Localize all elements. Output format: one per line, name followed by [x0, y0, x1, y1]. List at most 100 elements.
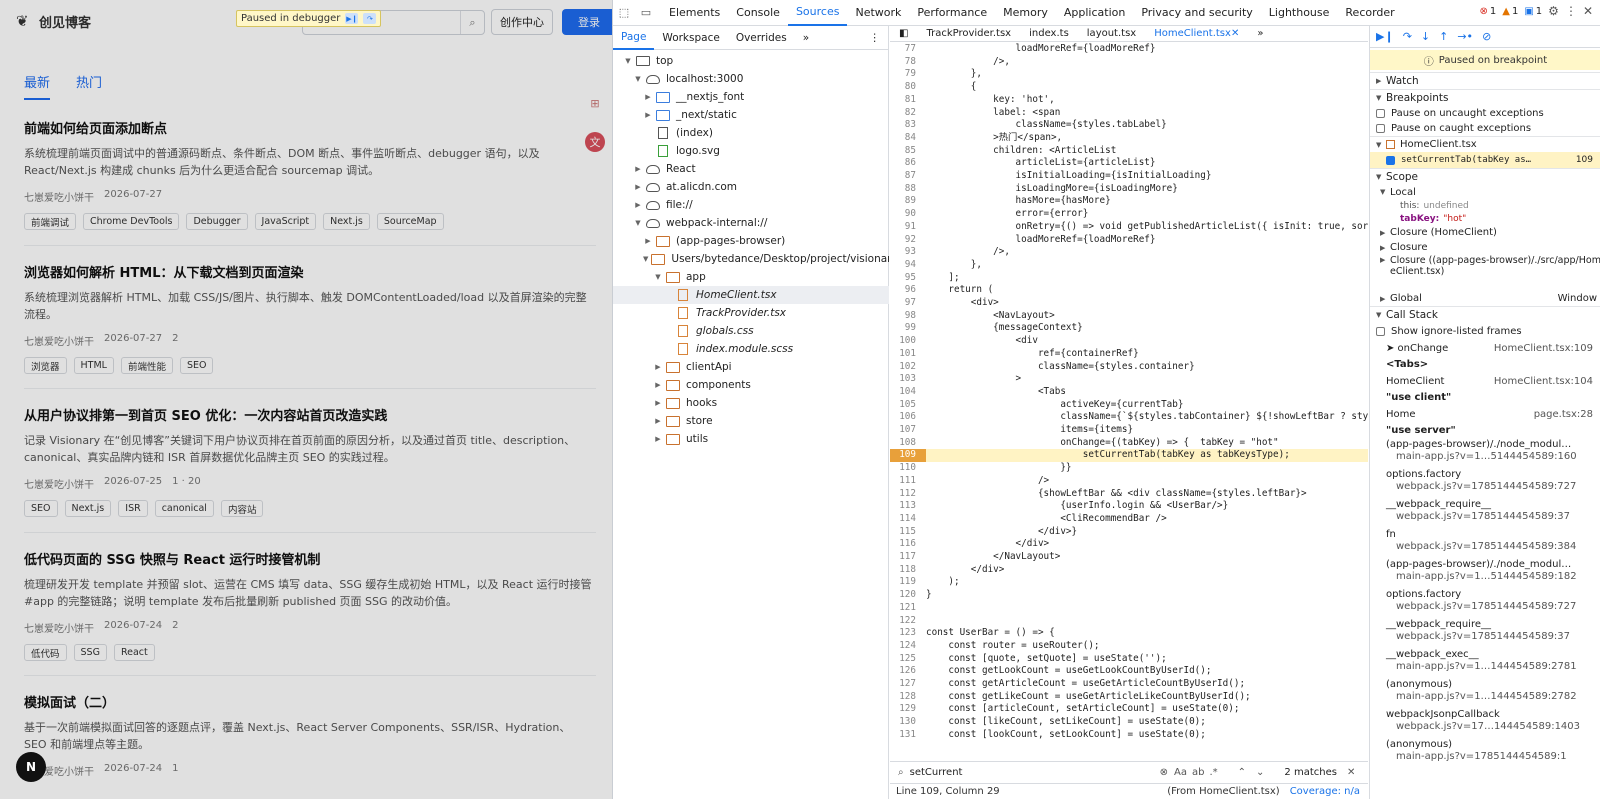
collapsed-caret-icon[interactable]: ▶: [655, 381, 661, 389]
call-frame-location[interactable]: webpack.js?v=1785144454589:37: [1396, 511, 1571, 522]
line-number[interactable]: 93: [904, 246, 916, 258]
call-frame[interactable]: __webpack_exec__main-app.js?v=1…14445458…: [1370, 649, 1600, 679]
line-number[interactable]: 106: [899, 411, 916, 423]
resume-icon[interactable]: ▶❙: [345, 13, 359, 24]
call-frame[interactable]: (anonymous)main-app.js?v=1785144454589:1: [1370, 739, 1600, 769]
step-out-icon[interactable]: ↑: [1439, 30, 1449, 43]
devtools-tab-elements[interactable]: Elements: [669, 6, 721, 19]
tree-item[interactable]: ▼webpack-internal://: [613, 214, 889, 232]
code-line[interactable]: 100 <div: [890, 335, 1368, 348]
expanded-caret-icon[interactable]: ▼: [643, 255, 649, 263]
find-input[interactable]: setCurrent: [909, 767, 963, 778]
code-line[interactable]: 114 <CliRecommendBar />: [890, 513, 1368, 526]
article-author[interactable]: 七崽爱吃小饼干: [24, 480, 94, 491]
code-line[interactable]: 118 </div>: [890, 564, 1368, 577]
search-icon[interactable]: ⌕: [460, 11, 484, 34]
article-tag[interactable]: SEO: [179, 357, 214, 374]
code-line[interactable]: 80 {: [890, 81, 1368, 94]
site-logo-text[interactable]: 创见博客: [39, 15, 92, 31]
article-title[interactable]: 从用户协议排第一到首页 SEO 优化：一次内容站首页改造实践: [24, 409, 388, 424]
scope-closure-module[interactable]: ▶Closure ((app-pages-browser)/./src/app/…: [1370, 255, 1600, 291]
code-line[interactable]: 99 {messageContext}: [890, 322, 1368, 335]
line-number[interactable]: 100: [899, 335, 916, 347]
close-find-icon[interactable]: ✕: [1346, 767, 1356, 778]
call-frame[interactable]: (app-pages-browser)/./node_modul…main-ap…: [1370, 559, 1600, 589]
code-line[interactable]: 101 ref={containerRef}: [890, 348, 1368, 361]
scope-closure[interactable]: ▶Closure: [1370, 240, 1600, 255]
code-line[interactable]: 89 hasMore={hasMore}: [890, 195, 1368, 208]
warning-badge[interactable]: ▲1: [1502, 6, 1518, 17]
nav-tab-workspace[interactable]: Workspace: [662, 31, 720, 44]
expanded-caret-icon[interactable]: ▼: [625, 57, 631, 65]
line-number[interactable]: 111: [899, 474, 916, 486]
tree-item[interactable]: ▶__nextjs_font: [613, 88, 889, 106]
line-number[interactable]: 78: [904, 55, 916, 67]
article-author[interactable]: 七崽爱吃小饼干: [24, 337, 94, 348]
tree-item[interactable]: globals.css: [613, 322, 889, 340]
step-into-icon[interactable]: ↓: [1420, 30, 1431, 43]
line-number[interactable]: 120: [899, 589, 916, 601]
call-frame[interactable]: __webpack_require__webpack.js?v=17851444…: [1370, 499, 1600, 529]
tab-hot[interactable]: 热门: [76, 76, 103, 91]
pause-caught-checkbox[interactable]: [1376, 124, 1385, 133]
article-title[interactable]: 模拟面试（二）: [24, 696, 116, 711]
code-line[interactable]: 88 isLoadingMore={isLoadingMore}: [890, 183, 1368, 196]
call-frame[interactable]: __webpack_require__webpack.js?v=17851444…: [1370, 619, 1600, 649]
code-line[interactable]: 96 return (: [890, 284, 1368, 297]
line-number[interactable]: 82: [904, 106, 916, 118]
article-tag[interactable]: 前端性能: [120, 357, 173, 374]
code-line[interactable]: 116 </div>: [890, 538, 1368, 551]
line-number[interactable]: 115: [899, 525, 916, 537]
call-frame[interactable]: (app-pages-browser)/./node_modul…main-ap…: [1370, 439, 1600, 469]
line-number[interactable]: 81: [904, 93, 916, 105]
editor-tab[interactable]: HomeClient.tsx ✕: [1154, 28, 1240, 39]
code-line[interactable]: 79 },: [890, 68, 1368, 81]
line-number[interactable]: 110: [899, 462, 916, 474]
breakpoints-section-header[interactable]: ▼Breakpoints: [1370, 89, 1600, 106]
article-tag[interactable]: 低代码: [24, 644, 67, 661]
breakpoint-checkbox[interactable]: [1386, 155, 1395, 165]
line-number[interactable]: 113: [899, 500, 916, 512]
article-author[interactable]: 七崽爱吃小饼干: [24, 767, 94, 778]
code-line[interactable]: 117 </NavLayout>: [890, 551, 1368, 564]
tree-item[interactable]: ▶(app-pages-browser): [613, 232, 889, 250]
code-line[interactable]: 111 />: [890, 475, 1368, 488]
line-number[interactable]: 80: [904, 81, 916, 93]
code-line[interactable]: 107 items={items}: [890, 424, 1368, 437]
previous-match-icon[interactable]: ⌃: [1237, 767, 1247, 778]
resume-icon[interactable]: ▶❙: [1376, 30, 1394, 43]
code-line[interactable]: 90 error={error}: [890, 208, 1368, 221]
code-line[interactable]: 83 className={styles.tabLabel}: [890, 119, 1368, 132]
next-match-icon[interactable]: ⌄: [1256, 767, 1265, 778]
code-line[interactable]: 119 );: [890, 576, 1368, 589]
pause-uncaught-checkbox[interactable]: [1376, 109, 1385, 118]
code-line[interactable]: 98 <NavLayout>: [890, 310, 1368, 323]
more-tabs-icon[interactable]: »: [802, 31, 810, 44]
grid-icon[interactable]: ⊞: [590, 96, 600, 110]
scope-local[interactable]: ▼Local: [1370, 185, 1600, 199]
code-line[interactable]: 103 >: [890, 373, 1368, 386]
line-number[interactable]: 84: [904, 131, 916, 143]
nav-tab-page[interactable]: Page: [613, 26, 655, 50]
code-line[interactable]: 86 articleList={articleList}: [890, 157, 1368, 170]
code-line[interactable]: 106 className={`${styles.tabContainer} $…: [890, 411, 1368, 424]
call-frame[interactable]: (anonymous)main-app.js?v=1…144454589:278…: [1370, 679, 1600, 709]
inspect-element-icon[interactable]: ⬚: [618, 6, 630, 19]
collapsed-caret-icon[interactable]: ▶: [635, 183, 641, 191]
article-author[interactable]: 七崽爱吃小饼干: [24, 624, 94, 635]
line-number[interactable]: 109: [890, 449, 926, 463]
line-number[interactable]: 83: [904, 119, 916, 131]
code-line[interactable]: 104 <Tabs: [890, 386, 1368, 399]
line-number[interactable]: 96: [904, 284, 916, 296]
code-line[interactable]: 109 setCurrentTab(tabKey as tabKeysType)…: [890, 449, 1368, 463]
line-number[interactable]: 89: [904, 195, 916, 207]
article-tag[interactable]: Chrome DevTools: [83, 213, 180, 230]
call-frame-location[interactable]: HomeClient.tsx:104: [1493, 375, 1593, 387]
collapsed-caret-icon[interactable]: ▶: [635, 165, 641, 173]
line-number[interactable]: 88: [904, 182, 916, 194]
article-tag[interactable]: React: [113, 644, 155, 661]
line-number[interactable]: 107: [899, 424, 916, 435]
